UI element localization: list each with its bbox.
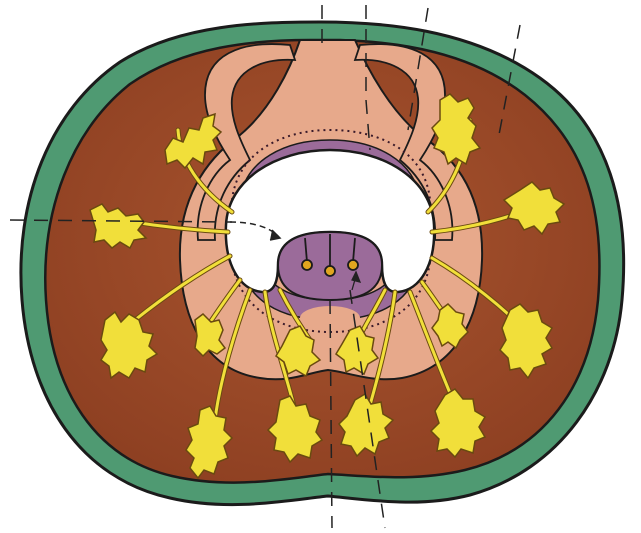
cross-section-diagram [0,0,641,533]
